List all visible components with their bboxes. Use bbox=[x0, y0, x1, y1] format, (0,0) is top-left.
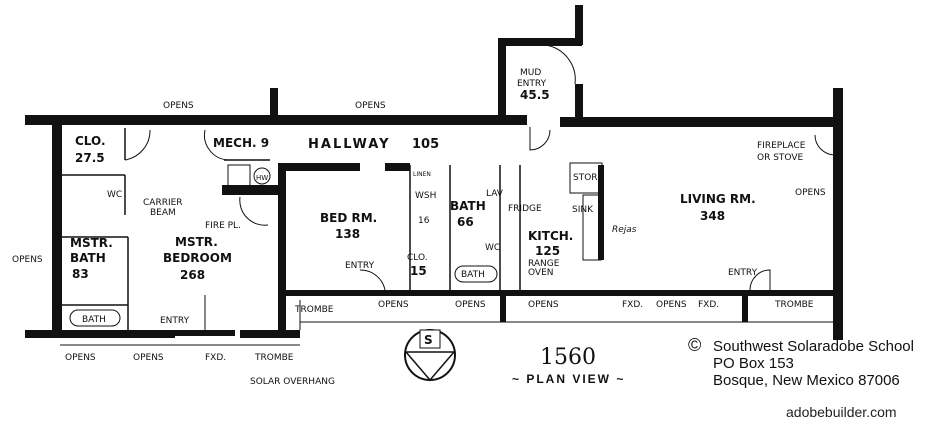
opens-label: OPENS bbox=[656, 300, 687, 310]
room-master-bath-area: 83 bbox=[72, 267, 89, 281]
solar-overhang-label: SOLAR OVERHANG bbox=[250, 377, 335, 387]
plan-subtitle: ~ PLAN VIEW ~ bbox=[512, 372, 626, 386]
trombe-label: TROMBE bbox=[774, 300, 814, 310]
fixed-label: FXD. bbox=[205, 353, 226, 363]
room-living-name: LIVING RM. bbox=[680, 192, 756, 206]
room-kitchen-name: KITCH. bbox=[528, 229, 573, 243]
dryer-label: 16 bbox=[418, 216, 430, 226]
washer-label: WSH bbox=[415, 191, 436, 201]
room-bath-area: 66 bbox=[457, 215, 474, 229]
lav-label: LAV bbox=[486, 189, 504, 199]
room-mud-entry-area: 45.5 bbox=[520, 88, 550, 102]
compass-label: S bbox=[424, 333, 433, 347]
annotations: OPENS OPENS OPENS OPENS OPENS FXD. TROMB… bbox=[12, 101, 826, 387]
wc-label: WC bbox=[107, 190, 122, 200]
opens-label: OPENS bbox=[163, 101, 194, 111]
fridge-label: FRIDGE bbox=[508, 204, 542, 214]
copyright-icon: © bbox=[688, 335, 702, 355]
room-bedroom-name: BED RM. bbox=[320, 211, 377, 225]
fixed-label: FXD. bbox=[622, 300, 643, 310]
linen-label: LINEN bbox=[413, 171, 431, 178]
room-closet-area: 15 bbox=[410, 264, 427, 278]
opens-label: OPENS bbox=[795, 188, 826, 198]
room-kitchen-area: 125 bbox=[535, 244, 560, 258]
plan-number: 1560 bbox=[540, 345, 596, 370]
opens-label: OPENS bbox=[378, 300, 409, 310]
trombe-label: TROMBE bbox=[294, 305, 334, 315]
sink-label: SINK bbox=[572, 205, 594, 215]
entry-label: ENTRY bbox=[160, 316, 190, 326]
room-closet-master-area: 27.5 bbox=[75, 151, 105, 165]
credit-line-2: PO Box 153 bbox=[713, 355, 794, 372]
room-master-bath-name1: MSTR. bbox=[70, 236, 113, 250]
opens-label: OPENS bbox=[355, 101, 386, 111]
opens-label: OPENS bbox=[528, 300, 559, 310]
room-mud-entry-name2: ENTRY bbox=[517, 79, 547, 89]
entry-label: ENTRY bbox=[345, 261, 375, 271]
opens-label: OPENS bbox=[12, 255, 43, 265]
opens-label: OPENS bbox=[455, 300, 486, 310]
room-closet-name: CLO. bbox=[407, 253, 428, 263]
entry-label: ENTRY bbox=[728, 268, 758, 278]
room-closet-master-name: CLO. bbox=[75, 134, 106, 148]
fireplace-label-1: FIREPLACE bbox=[757, 141, 806, 151]
room-master-bath-name2: BATH bbox=[70, 251, 106, 265]
walls bbox=[25, 5, 843, 340]
room-mech: MECH. 9 bbox=[213, 136, 269, 150]
partitions bbox=[60, 128, 838, 346]
room-hallway-name: HALLWAY bbox=[308, 137, 391, 152]
room-master-bedroom-area: 268 bbox=[180, 268, 205, 282]
range-label-2: OVEN bbox=[528, 268, 554, 278]
room-master-bedroom-name1: MSTR. bbox=[175, 235, 218, 249]
fixed-label: FXD. bbox=[698, 300, 719, 310]
range-label-1: RANGE bbox=[528, 259, 560, 269]
bathtub-label: BATH bbox=[82, 315, 106, 325]
wc-label: WC bbox=[485, 243, 500, 253]
room-bedroom-area: 138 bbox=[335, 227, 360, 241]
compass-icon: S bbox=[404, 329, 456, 382]
room-master-bedroom-name2: BEDROOM bbox=[163, 251, 232, 265]
carrier-beam-label-2: BEAM bbox=[150, 208, 176, 218]
rejas-label: Rejas bbox=[612, 225, 637, 235]
opens-label: OPENS bbox=[133, 353, 164, 363]
opens-label: OPENS bbox=[65, 353, 96, 363]
trombe-label: TROMBE bbox=[254, 353, 294, 363]
credit-line-1: Southwest Solaradobe School bbox=[713, 338, 914, 355]
room-hallway-area: 105 bbox=[412, 137, 439, 152]
fireplace-small-label: FIRE PL. bbox=[205, 221, 241, 231]
carrier-beam-label-1: CARRIER bbox=[143, 198, 183, 208]
room-mud-entry-name1: MUD bbox=[520, 68, 541, 78]
room-bath-name: BATH bbox=[450, 199, 486, 213]
fireplace-label-2: OR STOVE bbox=[757, 153, 803, 163]
bathtub-label: BATH bbox=[461, 270, 485, 280]
room-living-area: 348 bbox=[700, 209, 725, 223]
credit-line-3: Bosque, New Mexico 87006 bbox=[713, 372, 900, 389]
watermark: adobebuilder.com bbox=[786, 404, 897, 420]
store-label: STORE bbox=[573, 173, 604, 183]
water-heater-label: HW bbox=[256, 174, 268, 182]
door-swings bbox=[124, 44, 836, 330]
